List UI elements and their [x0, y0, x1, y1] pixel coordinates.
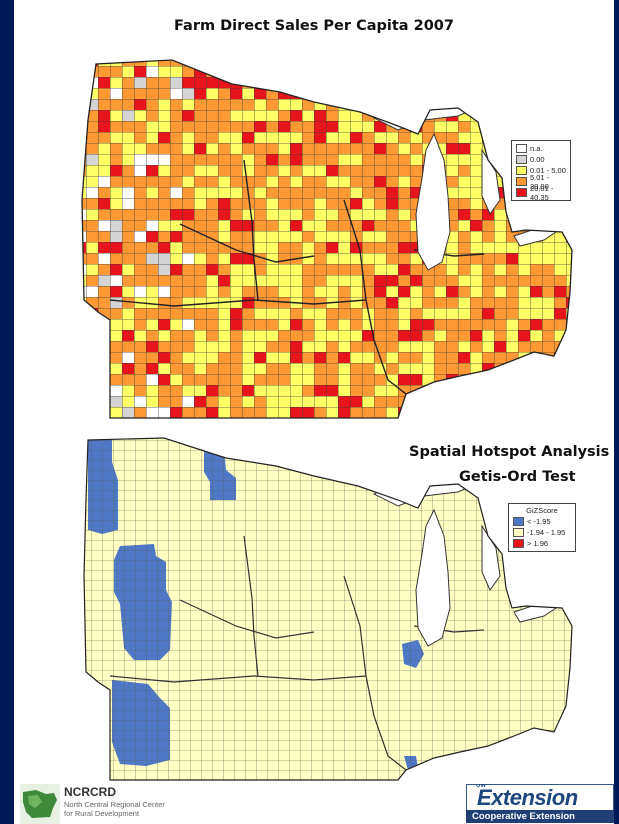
legend1-swatch — [516, 177, 527, 186]
legend2-item-cold: < -1.95 — [513, 516, 571, 527]
ncrcrd-full-name: North Central Regional Center for Rural … — [64, 800, 165, 818]
map-farm-direct-sales — [81, 59, 573, 419]
ncrcrd-acronym: NCRCRD — [64, 785, 116, 799]
map-hotspot-analysis — [83, 437, 573, 781]
legend1-item-na: n.a. — [516, 143, 566, 154]
map1-lake-michigan — [415, 132, 451, 271]
map1-legend: n.a. 0.00 0.01 - 5.00 5.01 - 20.00 20.01… — [511, 140, 571, 202]
legend1-item-mid: 5.01 - 20.00 — [516, 173, 566, 191]
uw-prefix: UW — [476, 784, 486, 789]
ncrcrd-map-icon — [20, 784, 60, 824]
legend2-item-neutral: -1.94 - 1.95 — [513, 527, 571, 538]
uw-extension-logo: Extension UW Cooperative Extension — [466, 784, 614, 824]
map2-title: Spatial Hotspot Analysis — [409, 444, 610, 460]
extension-tagline: Cooperative Extension — [466, 810, 614, 823]
legend1-swatch — [516, 188, 527, 197]
legend2-swatch — [513, 539, 524, 548]
legend1-item-low: 0.01 - 5.00 — [516, 165, 566, 176]
legend1-swatch — [516, 144, 527, 153]
legend1-item-zero: 0.00 — [516, 154, 566, 165]
legend1-item-high: 20.01 - 40.35 — [516, 184, 566, 202]
extension-wordmark: Extension — [466, 784, 614, 810]
legend1-swatch — [516, 155, 527, 164]
map1-title: Farm Direct Sales Per Capita 2007 — [174, 18, 454, 34]
ncrcrd-logo: NCRCRD North Central Regional Center for… — [20, 784, 200, 824]
legend2-item-hot: > 1.96 — [513, 538, 571, 549]
map2-lake-huron — [481, 524, 501, 592]
legend2-swatch — [513, 528, 524, 537]
map2-lake-michigan — [415, 508, 451, 647]
legend1-swatch — [516, 166, 527, 175]
legend2-title: GiZScore — [526, 506, 558, 515]
map2-legend: GiZScore < -1.95 -1.94 - 1.95 > 1.96 — [508, 503, 576, 552]
figure-panel: Farm Direct Sales Per Capita 2007 n.a. 0… — [14, 0, 614, 824]
legend2-swatch — [513, 517, 524, 526]
map2-subtitle: Getis-Ord Test — [459, 469, 576, 485]
